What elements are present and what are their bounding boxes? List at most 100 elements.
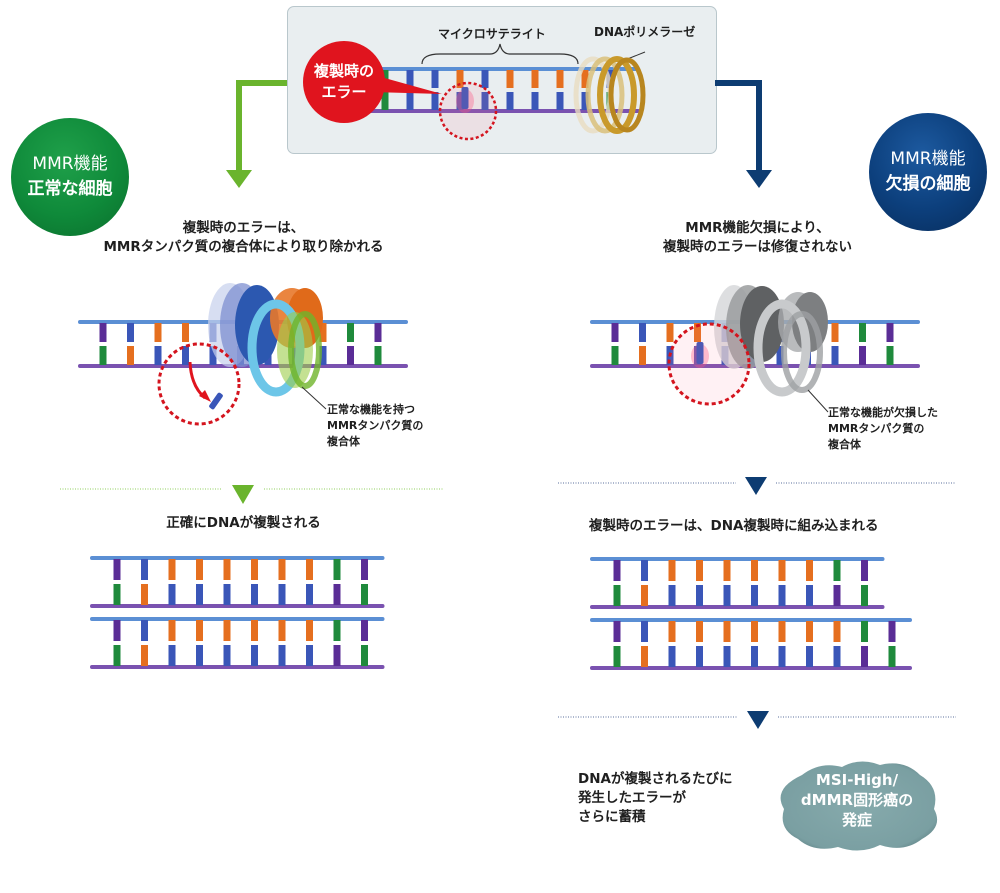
base-bottom	[456, 92, 464, 110]
outcome-line-1: MSI-High/	[815, 771, 899, 789]
base-bottom	[481, 92, 489, 110]
step3-line-1: DNAが複製されるたびに	[578, 771, 733, 787]
base-bottom	[209, 346, 217, 365]
base-top	[696, 621, 703, 642]
base-bottom	[319, 346, 327, 365]
base-bottom	[251, 645, 258, 666]
base-bottom	[196, 645, 203, 666]
left-heading-line-2: MMRタンパク質の複合体により取り除かれる	[103, 239, 384, 255]
base-bottom	[581, 92, 589, 110]
base-bottom	[613, 646, 621, 667]
base-top	[751, 621, 758, 642]
base-bottom	[641, 646, 648, 667]
base-top	[406, 70, 414, 88]
base-top	[306, 620, 313, 641]
base-bottom	[431, 92, 439, 110]
bottom-backbone	[355, 109, 640, 113]
base-top	[361, 559, 368, 580]
base-bottom	[141, 645, 148, 666]
base-top	[694, 323, 701, 342]
note-line-1: 正常な機能が欠損した	[828, 406, 938, 419]
mmr-normal-cell-badge: MMR機能 正常な細胞	[11, 118, 129, 236]
base-bottom	[99, 346, 107, 365]
base-bottom	[113, 645, 121, 666]
base-top	[374, 323, 382, 342]
base-bottom	[806, 646, 813, 667]
base-bottom	[361, 645, 368, 666]
badge-line-2: 正常な細胞	[27, 179, 113, 199]
base-top	[333, 620, 341, 641]
base-top	[831, 323, 839, 342]
base-top	[859, 323, 866, 342]
base-bottom	[306, 584, 313, 605]
top-backbone	[355, 67, 640, 71]
base-bottom	[696, 585, 703, 606]
base-top	[319, 323, 327, 342]
base-top	[141, 620, 148, 641]
green-down-arrow-icon	[226, 170, 252, 188]
base-bottom	[556, 92, 564, 110]
error-loop-base	[461, 87, 469, 109]
base-bottom	[831, 346, 839, 365]
mmr-complex-normal-icon	[208, 283, 323, 397]
left-step-divider	[60, 485, 443, 504]
base-top	[556, 70, 564, 88]
base-top	[127, 323, 134, 342]
base-top	[223, 559, 231, 580]
right-heading: MMR機能欠損により、 複製時のエラーは修復されない	[535, 219, 980, 257]
base-top	[431, 70, 439, 88]
base-top	[641, 621, 648, 642]
base-top	[581, 70, 589, 88]
base-top	[833, 621, 841, 642]
outcome-line-3: 発症	[841, 811, 872, 829]
navy-down-arrow-icon	[746, 170, 772, 188]
microsatellite-brace-icon	[421, 43, 579, 65]
mmr-complex-deficient-icon	[714, 285, 828, 397]
right-replicated-dna-1	[590, 557, 885, 609]
base-bottom	[168, 645, 176, 666]
base-bottom	[278, 645, 286, 666]
note-line-2: MMRタンパク質の	[327, 419, 424, 432]
base-top	[347, 323, 354, 342]
base-bottom	[641, 585, 648, 606]
left-heading-line-1: 複製時のエラーは、	[182, 220, 305, 236]
base-bottom	[182, 346, 189, 365]
note-line-2: MMRタンパク質の	[828, 422, 925, 435]
base-bottom	[196, 584, 203, 605]
right-step-divider-1	[558, 477, 956, 495]
base-bottom	[374, 346, 382, 365]
base-top	[168, 559, 176, 580]
base-top	[751, 560, 758, 581]
left-replicated-dna-1	[90, 556, 385, 608]
base-top	[456, 70, 464, 88]
error-bubble-line-1: 複製時の	[313, 62, 374, 80]
base-bottom	[778, 585, 786, 606]
green-step-arrow-icon	[232, 485, 254, 504]
base-bottom	[888, 646, 896, 667]
left-replicated-dna-2	[90, 617, 385, 669]
base-bottom	[223, 645, 231, 666]
left-note-leader	[301, 386, 327, 410]
left-heading: 複製時のエラーは、 MMRタンパク質の複合体により取り除かれる	[19, 219, 468, 257]
badge-line-1: MMR機能	[32, 154, 108, 174]
outcome-label: MSI-High/ dMMR固形癌の 発症	[772, 770, 942, 830]
base-top	[306, 559, 313, 580]
base-top	[251, 620, 258, 641]
base-top	[888, 621, 896, 642]
right-heading-line-2: 複製時のエラーは修復されない	[663, 239, 852, 255]
base-top	[861, 621, 868, 642]
note-line-3: 複合体	[828, 438, 861, 451]
base-top	[668, 621, 676, 642]
top-dna-strand	[355, 67, 640, 113]
error-highlight-circle	[438, 81, 498, 141]
base-bottom	[639, 346, 646, 365]
base-top	[154, 323, 162, 342]
base-bottom	[751, 646, 758, 667]
base-top	[668, 560, 676, 581]
base-top	[278, 620, 286, 641]
base-bottom	[751, 585, 758, 606]
right-step-divider-2	[558, 711, 956, 729]
base-top	[251, 559, 258, 580]
outcome-line-2: dMMR固形癌の	[800, 791, 914, 809]
replication-error-bubble: 複製時の エラー	[303, 41, 385, 123]
